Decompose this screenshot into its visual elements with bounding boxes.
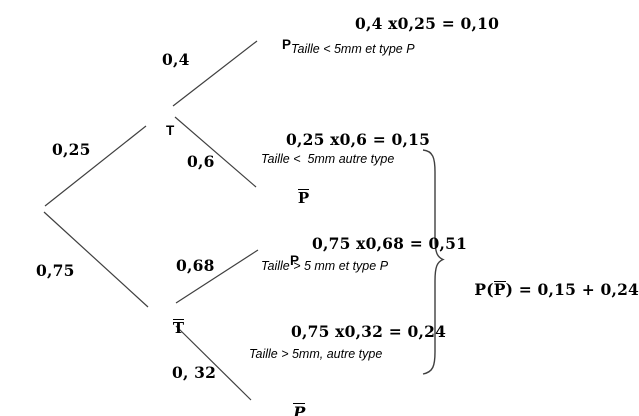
probability-Tbar-P: 0,68 (176, 256, 215, 275)
outcome-equation-1: 0,4 x0,25 = 0,10 (355, 14, 500, 33)
branch-line-Tbar-to-P (175, 249, 259, 304)
outcome-description-3: Taille > 5 mm et type P (261, 259, 389, 273)
outcome-description-1: Taille < 5mm et type P (291, 42, 415, 56)
branch-line-T-to-P (172, 40, 258, 107)
outcome-equation-4: 0,75 x0,32 = 0,24 (291, 322, 447, 341)
branch-line-root-to-T (44, 125, 147, 207)
branch-line-root-to-Tbar (43, 211, 149, 308)
node-P-low: P (275, 238, 299, 283)
result-prefix: P( (474, 280, 494, 299)
probability-root-T: 0,25 (52, 140, 91, 159)
node-P-top-label: P (282, 37, 292, 52)
outcome-description-4: Taille > 5mm, autre type (249, 347, 383, 361)
outcome-equation-3: 0,75 x0,68 = 0,51 (312, 234, 468, 253)
node-P-bar-mid: P (277, 173, 310, 222)
node-T: T (151, 108, 174, 153)
probability-root-Tbar: 0,75 (36, 261, 75, 280)
node-P-bar-bottom-label: P (293, 402, 306, 416)
result-overlined-P: P (493, 280, 506, 299)
probability-Tbar-Pbar: 0, 32 (172, 363, 217, 382)
node-P-bar-bottom: P (271, 386, 306, 416)
outcome-description-2: Taille < 5mm autre type (261, 152, 395, 166)
result-equation: P(P) = 0,15 + 0,24 = 0,39 (452, 261, 639, 318)
branch-line-Tbar-to-Pbar (175, 325, 252, 401)
grouping-brace (422, 149, 445, 375)
node-P-bar-mid-label: P (297, 188, 310, 207)
node-T-label: T (166, 123, 175, 138)
probability-T-Pbar: 0,6 (187, 152, 215, 171)
branch-line-T-to-Pbar (174, 116, 257, 188)
node-P-low-label: P (290, 253, 300, 268)
result-suffix: ) = 0,15 + 0,24 = 0,39 (505, 280, 639, 299)
node-T-bar-label: T (172, 318, 185, 337)
outcome-equation-2: 0,25 x0,6 = 0,15 (286, 130, 431, 149)
node-P-top: P (267, 22, 291, 67)
node-T-bar: T (152, 303, 185, 352)
probability-T-P: 0,4 (162, 50, 190, 69)
